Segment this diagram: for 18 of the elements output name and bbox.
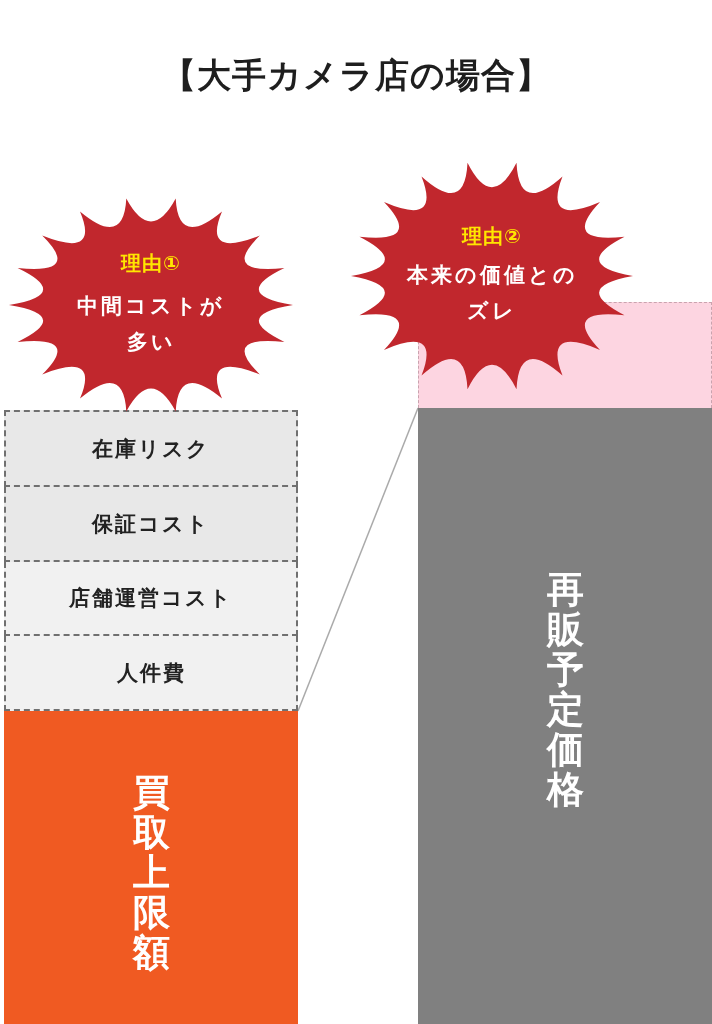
cost-segment bbox=[4, 636, 298, 711]
reason-heading: 理由① bbox=[121, 250, 181, 276]
cost-label: 保証コスト bbox=[92, 510, 210, 538]
reason-heading: 理由② bbox=[462, 223, 522, 249]
page-title: 【大手カメラ店の場合】 bbox=[161, 54, 551, 97]
cost-label: 在庫リスク bbox=[92, 435, 210, 463]
reason-text: 中間コストが多い bbox=[76, 293, 226, 356]
connector-line bbox=[297, 407, 419, 712]
cost-label: 店舗運営コスト bbox=[69, 585, 233, 612]
cost-label: 人件費 bbox=[116, 659, 186, 687]
cost-segment bbox=[4, 410, 298, 487]
reason-text: 本来の価値とのズレ bbox=[405, 262, 579, 325]
bar-label: 再販予定価格 bbox=[546, 570, 584, 810]
bar-label: 買取上限額 bbox=[132, 773, 170, 973]
cost-segment bbox=[4, 562, 298, 636]
price-bar bbox=[4, 711, 298, 1024]
cost-segment bbox=[4, 487, 298, 562]
price-bar bbox=[418, 408, 712, 1024]
